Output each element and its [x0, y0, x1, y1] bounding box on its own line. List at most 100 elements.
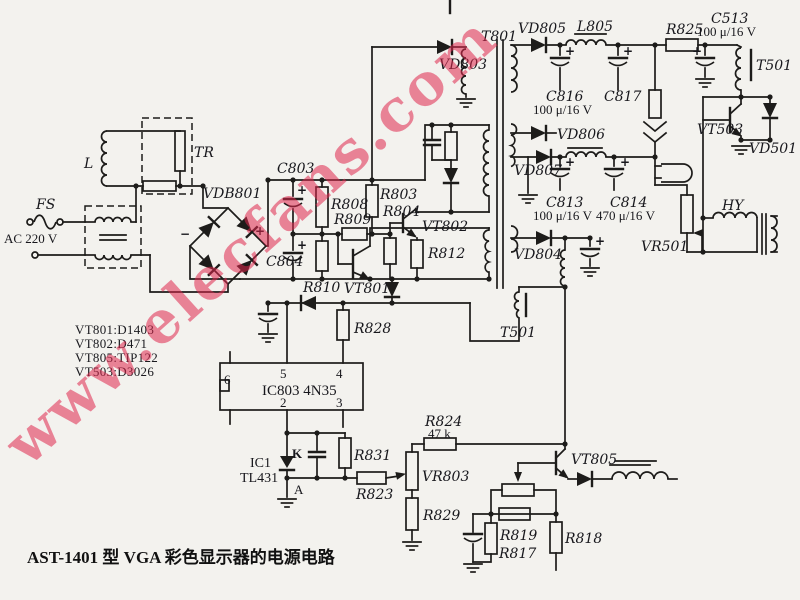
value-c513: 100 μ/16 V [697, 24, 757, 39]
transformer-T801 [482, 39, 519, 289]
plus-c816: + [565, 44, 575, 58]
label-vd804: VD804 [514, 247, 562, 263]
base-drive-line [265, 294, 471, 312]
label-r804: R804 [382, 204, 420, 220]
diode-under-VT801 [383, 278, 401, 304]
label-t801: T801 [481, 29, 517, 45]
label-vd803: VD803 [439, 57, 487, 73]
transistor-VT801 [337, 227, 490, 284]
label-t501-top: T501 [756, 58, 792, 74]
ac-input-and-fuse [26, 214, 86, 259]
resistor-R812 [410, 237, 424, 280]
value-c816: 100 μ/16 V [533, 102, 593, 117]
label-r831: R831 [353, 448, 391, 464]
legend-line-1: VT801:D1403 [75, 322, 154, 337]
label-c814: C814 [610, 195, 647, 211]
pin-4: 4 [336, 366, 343, 381]
diode-VD501 [761, 96, 779, 143]
label-vt801: VT801 [344, 281, 390, 297]
plus-c803: + [297, 183, 307, 197]
degauss-series-resistor [133, 180, 229, 209]
primary-rails [239, 124, 490, 282]
label-t501-feedback: T501 [500, 325, 536, 341]
legend-line-2: VT802:D471 [75, 336, 147, 351]
diode-VD806-row [510, 124, 557, 142]
label-r803: R803 [379, 187, 417, 203]
plus-c814: + [620, 155, 630, 169]
label-ac220: AC 220 V [4, 231, 58, 246]
label-c816: C816 [546, 89, 584, 105]
degauss-coil-L [100, 130, 181, 187]
feedback-column [559, 237, 568, 447]
optocoupler-IC803 [219, 302, 364, 434]
bridge-plus: + [255, 224, 265, 238]
label-ic803: IC803 4N35 [262, 383, 337, 399]
cap-C804 [282, 231, 343, 280]
plus-c804: + [297, 238, 307, 252]
label-vt805: VT805 [571, 452, 617, 468]
label-r825: R825 [665, 22, 703, 38]
label-r808: R808 [330, 197, 368, 213]
label-l: L [83, 156, 93, 172]
page-title: AST-1401 型 VGA 彩色显示器的电源电路 [27, 547, 336, 567]
labels: FS AC 220 V L TR VDB801 − + C803 + C804 … [4, 11, 797, 562]
resistor-R817 [472, 513, 498, 563]
resistor-R808 [315, 179, 329, 235]
label-r809: R809 [333, 212, 371, 228]
plus-c813: + [565, 155, 575, 169]
label-r829: R829 [422, 508, 460, 524]
plus-c817: + [623, 44, 633, 58]
ptc-thermistor-TR [141, 117, 193, 195]
cap-C803 [282, 179, 304, 235]
cap-bias [462, 513, 484, 573]
label-r819: R819 [499, 528, 537, 544]
pin-2: 2 [280, 395, 287, 410]
label-r824: R824 [424, 414, 462, 430]
cap-opto-supply [257, 302, 279, 343]
legend-line-3: VT805:TIP122 [75, 350, 158, 365]
pin-5: 5 [280, 366, 287, 381]
label-vd501: VD501 [749, 141, 797, 157]
legend-line-4: VT503:D3026 [75, 364, 154, 379]
value-c814: 470 μ/16 V [596, 208, 656, 223]
label-vdb801: VDB801 [203, 186, 261, 202]
label-r810: R810 [302, 280, 340, 296]
label-vd805: VD805 [518, 21, 566, 37]
label-r812: R812 [427, 246, 465, 262]
label-r817: R817 [498, 546, 536, 562]
label-vd807: VD807 [514, 163, 562, 179]
pin-6: 6 [224, 372, 231, 387]
label-k: K [292, 446, 303, 461]
bridge-minus: − [180, 227, 190, 241]
snubber-network [415, 122, 490, 215]
label-vr501: VR501 [641, 239, 688, 255]
transistor-legend: VT801:D1403 VT802:D471 VT805:TIP122 VT50… [75, 322, 158, 379]
pin-3: 3 [336, 395, 343, 410]
label-c513: C513 [711, 11, 749, 27]
label-vd806: VD806 [557, 127, 605, 143]
label-fs: FS [35, 197, 55, 213]
label-l805: L805 [576, 19, 613, 35]
label-a: A [294, 482, 304, 497]
bridge-rectifier-VDB801 [188, 179, 269, 286]
diode-VD807-row [510, 147, 658, 204]
resistor-R804 [383, 233, 397, 280]
watermark-text: www.elecfans.com [0, 2, 510, 479]
value-c813: 100 μ/16 V [533, 208, 593, 223]
resistor-R828 [336, 302, 350, 364]
label-c813: C813 [546, 195, 584, 211]
transformer-T501-feedback [469, 286, 566, 342]
transistor-VT805 [517, 443, 678, 488]
label-c804: C804 [266, 254, 303, 270]
secondary-12v-rail [510, 36, 738, 91]
label-tr: TR [194, 145, 214, 161]
diode-VD803-branch [371, 38, 476, 181]
emi-filter-choke [84, 185, 229, 293]
label-r818: R818 [564, 531, 602, 547]
plus-c513: + [692, 44, 702, 58]
label-c817: C817 [604, 89, 642, 105]
feedback-divider [356, 437, 566, 551]
resistor-R818 [549, 513, 563, 571]
